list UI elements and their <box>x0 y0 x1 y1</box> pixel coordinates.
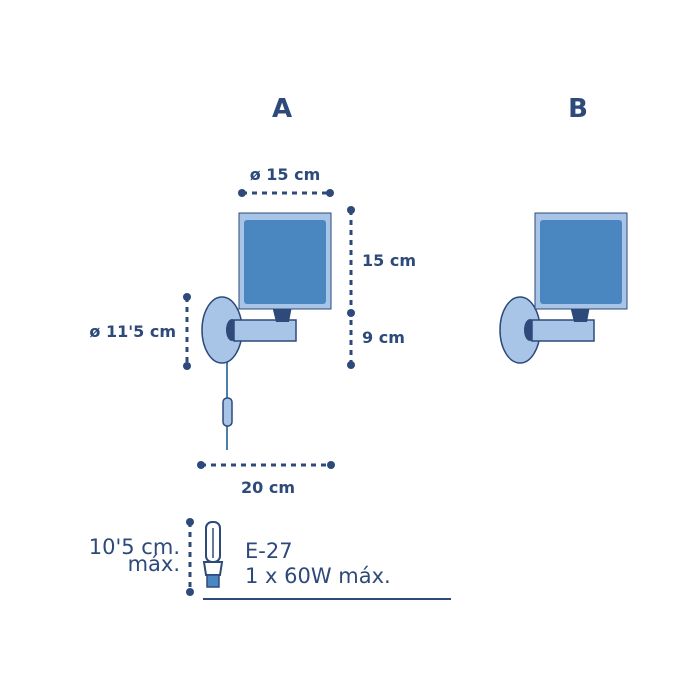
backplate-diameter-label: ø 11'5 cm <box>89 322 176 341</box>
depth-label: 20 cm <box>241 478 295 497</box>
arm-height-label: 9 cm <box>362 328 405 347</box>
power-label: 1 x 60W máx. <box>245 564 391 588</box>
arm <box>233 319 297 342</box>
shade-height-label: 15 cm <box>362 251 416 270</box>
lampshade <box>244 220 326 304</box>
bulb-icon <box>202 521 224 588</box>
bulb-max-length-line2: máx. <box>128 552 180 576</box>
bulb-max-length-line1: 10'5 cm. <box>89 535 180 559</box>
lamp-a-illustration <box>201 212 332 450</box>
arm <box>531 319 595 342</box>
socket <box>570 306 590 322</box>
variant-b-label: B <box>568 94 588 124</box>
lampshade <box>540 220 622 304</box>
socket-type-label: E-27 <box>245 539 293 563</box>
cord-switch-icon <box>222 397 233 427</box>
dimension-lines <box>183 189 355 596</box>
lamp-b-illustration <box>499 212 628 364</box>
shade-diameter-label: ø 15 cm <box>250 165 321 184</box>
socket <box>272 306 292 322</box>
variant-a-label: A <box>272 94 292 124</box>
